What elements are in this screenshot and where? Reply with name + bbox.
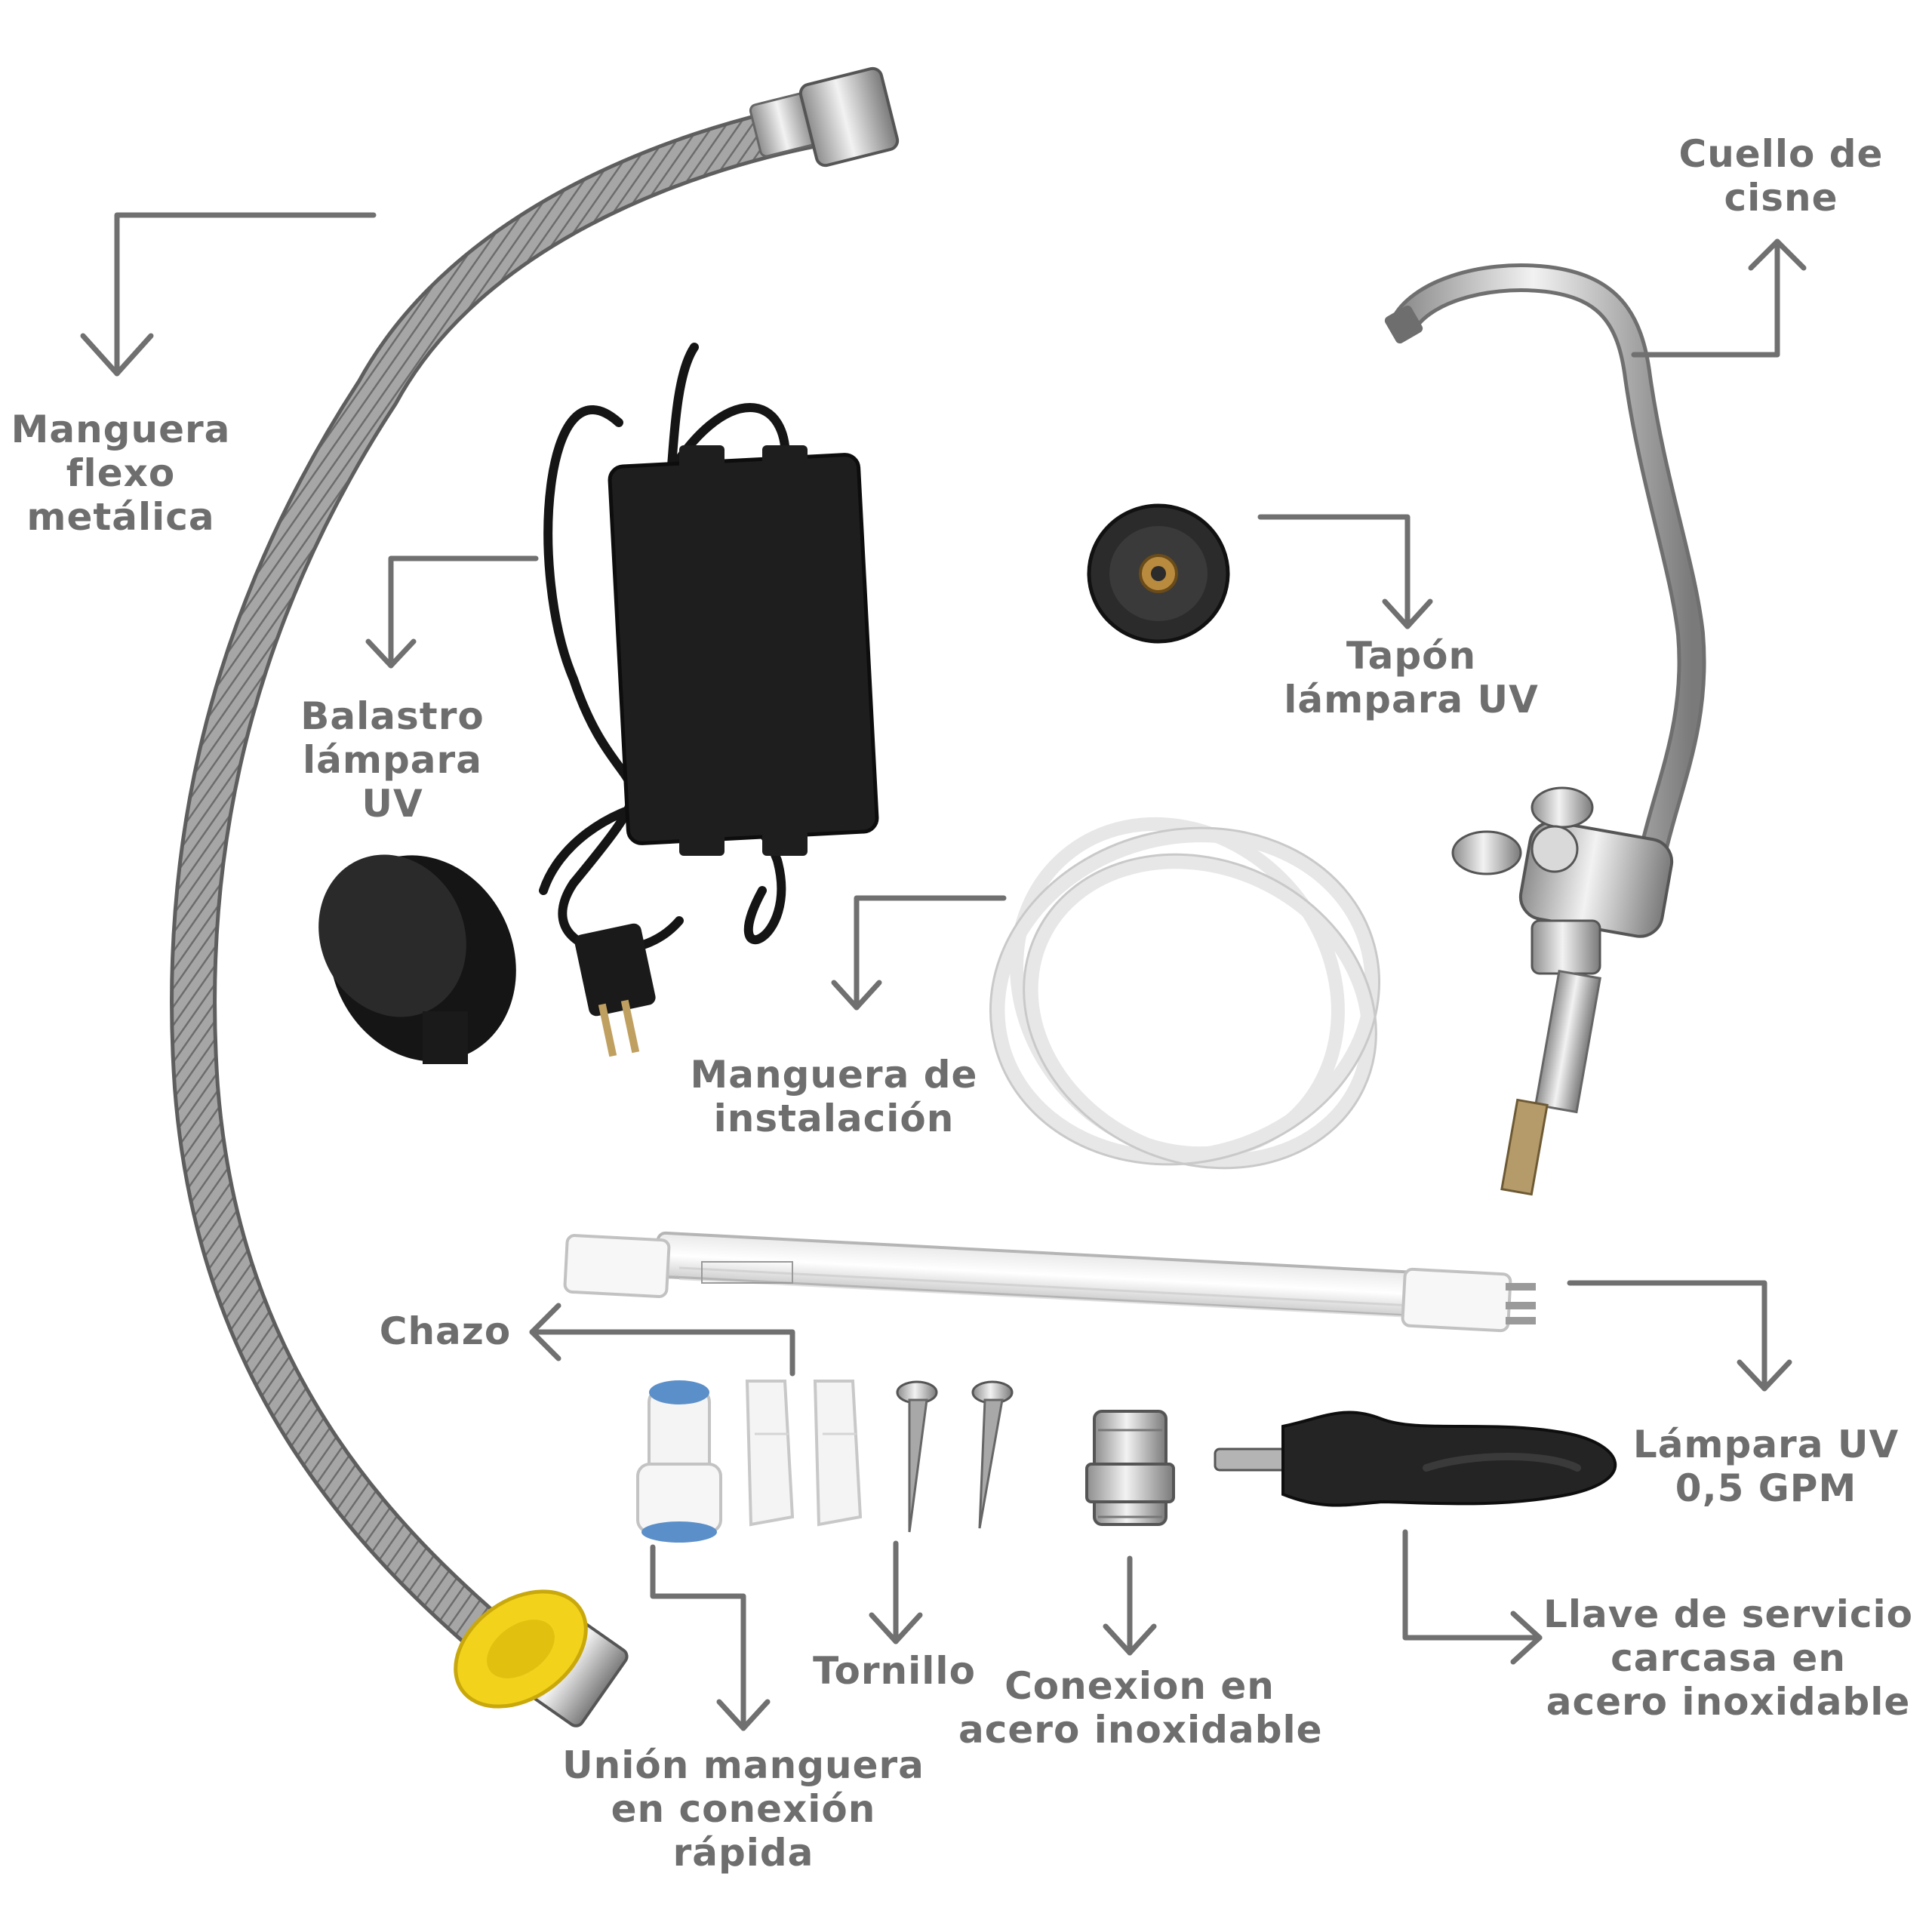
tubing-coil-outline <box>989 826 1381 1170</box>
label-union: Unión manguera en conexión rápida <box>555 1743 932 1875</box>
label-manguera-flexo: Manguera flexo metálica <box>8 408 234 539</box>
arrow-llave <box>1402 1529 1543 1641</box>
arrow-cuello <box>1631 238 1780 358</box>
uv-lamp-icon <box>563 1231 1536 1333</box>
label-line: Conexion en <box>1004 1664 1275 1708</box>
label-line: cisne <box>1724 176 1838 220</box>
service-wrench-icon <box>1214 1411 1617 1507</box>
stainless-nipple-icon <box>1085 1410 1175 1526</box>
label-line: metálica <box>26 495 215 539</box>
label-line: lámpara UV <box>1284 678 1539 721</box>
callout-arrows <box>80 212 1807 1731</box>
label-balastro: Balastro lámpara UV <box>291 694 494 826</box>
braided-hose-icon <box>170 66 900 1727</box>
label-tapon: Tapón lámpara UV <box>1275 634 1547 721</box>
label-line: Tapón <box>1346 634 1477 678</box>
arrow-lampara <box>1567 1280 1767 1392</box>
label-line: acero inoxidable <box>1546 1680 1911 1724</box>
label-llave: Llave de servicio carcasa en acero inoxi… <box>1540 1592 1917 1724</box>
quick-connector-icon <box>636 1380 722 1543</box>
label-line: Llave de servicio <box>1543 1592 1913 1636</box>
label-line: Tornillo <box>813 1649 976 1693</box>
arrow-manguera-flexo <box>114 212 377 377</box>
label-lampara: Lámpara UV 0,5 GPM <box>1623 1423 1909 1510</box>
label-line: flexo <box>66 451 176 495</box>
label-line: instalación <box>713 1097 955 1140</box>
label-line: carcasa en <box>1611 1636 1846 1680</box>
label-conexion: Conexion en acero inoxidable <box>958 1664 1323 1752</box>
label-line: Chazo <box>379 1309 512 1353</box>
gooseneck-faucet-icon <box>1384 263 1706 1196</box>
ballast-icon <box>318 343 879 1064</box>
label-line: lámpara <box>303 738 482 782</box>
label-line: en conexión <box>611 1787 876 1831</box>
label-line: rápida <box>672 1831 814 1875</box>
arrow-union <box>650 1544 746 1731</box>
wall-anchor-icon <box>745 1380 863 1527</box>
screw-icon <box>896 1380 1014 1533</box>
label-line: Lámpara UV <box>1632 1423 1900 1466</box>
label-line: Cuello de <box>1678 132 1884 176</box>
label-line: 0,5 GPM <box>1675 1466 1857 1510</box>
label-line: acero inoxidable <box>958 1708 1323 1752</box>
label-line: UV <box>361 782 423 826</box>
label-line: Unión manguera <box>562 1743 924 1787</box>
label-line: Balastro <box>300 694 485 738</box>
label-line: Manguera <box>11 408 231 451</box>
label-manguera-instalacion: Manguera de instalación <box>683 1053 985 1140</box>
arrow-manguera-instalacion <box>854 895 1007 1011</box>
label-line: Manguera de <box>690 1053 978 1097</box>
label-cuello: Cuello de cisne <box>1668 132 1894 220</box>
cap-icon <box>1087 503 1230 644</box>
arrow-balastro <box>388 555 539 669</box>
label-chazo: Chazo <box>362 1309 528 1353</box>
arrow-chazo <box>529 1329 795 1377</box>
label-tornillo: Tornillo <box>781 1649 1008 1693</box>
arrow-tapon <box>1257 514 1411 629</box>
